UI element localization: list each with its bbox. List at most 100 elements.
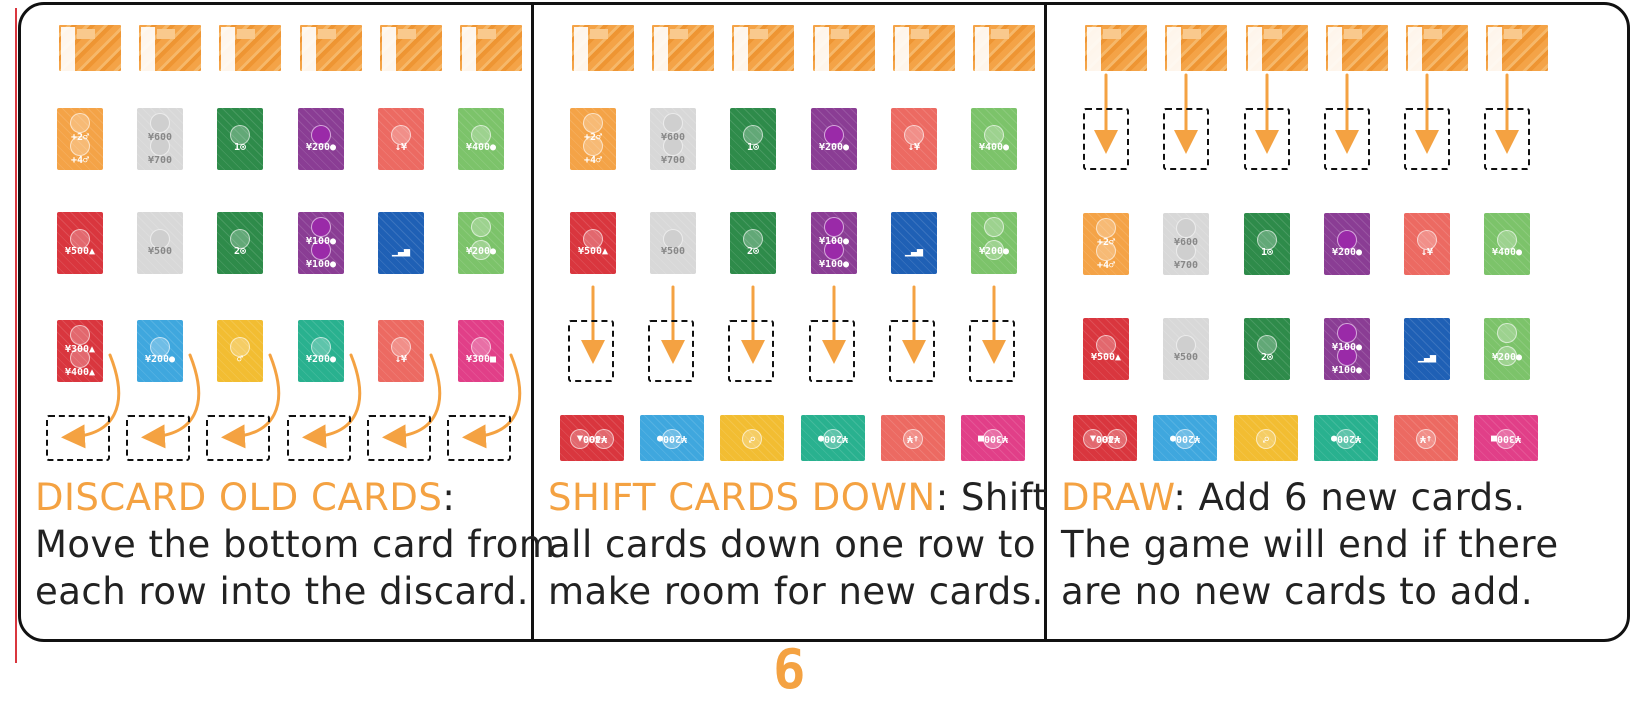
card-pip <box>1257 335 1277 356</box>
card-label: ¥100● <box>818 259 850 271</box>
card-pip <box>662 429 682 449</box>
card-back-mark <box>750 29 768 39</box>
card-label: ¥600 <box>147 131 173 143</box>
empty-card-slot <box>648 320 694 382</box>
card-pip <box>1096 335 1116 356</box>
card-pip <box>1497 346 1517 367</box>
game-card-grey: ¥500 <box>650 212 696 274</box>
card-label: ↓¥ <box>907 142 921 154</box>
card-pip <box>904 125 924 146</box>
card-back-label-area <box>1087 27 1101 71</box>
card-back-label-area <box>1488 27 1502 71</box>
card-pip <box>1176 217 1196 238</box>
card-pip <box>570 429 591 449</box>
game-card-yellow: ♂ <box>1234 415 1298 461</box>
card-label: ¥200● <box>465 246 497 258</box>
card-back-mark <box>77 29 95 39</box>
card-label: ¥200● <box>818 142 850 154</box>
empty-card-slot <box>889 320 935 382</box>
card-back-mark <box>157 29 175 39</box>
game-card-green_light: ¥400● <box>1484 213 1530 275</box>
caption-shift: SHIFT CARDS DOWN: Shift all cards down o… <box>548 476 1048 613</box>
game-card-salmon: ↓¥ <box>1404 213 1450 275</box>
card-back-mark <box>318 29 336 39</box>
card-label: 2⊙ <box>746 246 760 258</box>
card-pip <box>471 216 491 237</box>
card-label: +4♂ <box>583 155 603 167</box>
empty-card-slot <box>1484 108 1530 170</box>
game-card-teal: ¥200● <box>298 320 344 382</box>
card-pip <box>1176 241 1196 262</box>
empty-card-slot <box>46 415 110 461</box>
card-label: ¥400▲ <box>1089 433 1121 444</box>
game-card-green_light: ¥400● <box>971 108 1017 170</box>
card-label: ▁▃▅ <box>391 246 411 258</box>
card-label: ¥400● <box>465 142 497 154</box>
caption-title: SHIFT CARDS DOWN <box>548 476 936 519</box>
card-label: ¥200● <box>1330 433 1362 444</box>
game-card-purple: ¥100●¥100● <box>298 212 344 274</box>
card-label: 2⊙ <box>1260 352 1274 364</box>
game-card-grey: ¥500 <box>1163 318 1209 380</box>
card-pip <box>1497 230 1517 251</box>
card-pip <box>150 136 170 157</box>
game-card-grey: ¥600¥700 <box>650 108 696 170</box>
card-back-mark <box>1183 29 1201 39</box>
deck-card-back <box>1486 25 1548 71</box>
card-label: ¥200● <box>978 246 1010 258</box>
game-card-orange: +2♂+4♂ <box>57 108 103 170</box>
card-label: ♂ <box>236 354 244 366</box>
card-pip <box>1417 230 1437 251</box>
game-card-sky: ¥200● <box>137 320 183 382</box>
panel-divider-1 <box>531 5 534 639</box>
panel-divider-2 <box>1044 5 1047 639</box>
card-back-mark <box>831 29 849 39</box>
game-card-sky: ¥200● <box>640 415 704 461</box>
card-label: ¥500 <box>1173 352 1199 364</box>
card-back-mark <box>911 29 929 39</box>
game-card-green_dark: 2⊙ <box>1244 318 1290 380</box>
page-number: 6 <box>773 638 806 701</box>
deck-card-back <box>572 25 634 71</box>
card-pip <box>1096 241 1116 262</box>
card-label: ¥300■ <box>465 354 497 366</box>
card-pip <box>1175 429 1195 449</box>
empty-card-slot <box>728 320 774 382</box>
card-label: +2♂ <box>70 131 90 143</box>
card-back-label-area <box>61 27 75 71</box>
game-card-yellow: ♂ <box>720 415 784 461</box>
card-label: ¥100● <box>1331 341 1363 353</box>
card-pip <box>471 240 491 261</box>
card-label: ¥200● <box>305 354 337 366</box>
deck-card-back <box>1406 25 1468 71</box>
game-card-blue: ▁▃▅ <box>1404 318 1450 380</box>
empty-card-slot <box>287 415 351 461</box>
card-pip <box>593 429 614 449</box>
card-pip <box>1257 230 1277 251</box>
game-card-sky: ¥200● <box>1153 415 1217 461</box>
card-back-mark <box>590 29 608 39</box>
game-card-teal: ¥200● <box>801 415 865 461</box>
card-pip <box>150 112 170 133</box>
game-card-orange: +2♂+4♂ <box>1083 213 1129 275</box>
card-back-mark <box>1103 29 1121 39</box>
deck-card-back <box>732 25 794 71</box>
empty-card-slot <box>1163 108 1209 170</box>
empty-card-slot <box>367 415 431 461</box>
deck-card-back <box>893 25 955 71</box>
card-label: +4♂ <box>1096 260 1116 272</box>
card-pip <box>311 216 331 237</box>
card-label: ▁▃▅ <box>904 246 924 258</box>
empty-card-slot <box>206 415 270 461</box>
card-pip <box>70 324 90 345</box>
game-card-green_dark: 2⊙ <box>730 212 776 274</box>
card-pip <box>1083 429 1104 449</box>
card-back-label-area <box>1408 27 1422 71</box>
game-card-grey: ¥500 <box>137 212 183 274</box>
card-pip <box>583 229 603 250</box>
card-label: 1⊙ <box>1260 247 1274 259</box>
card-label: ¥200● <box>817 433 849 444</box>
caption-draw: DRAW: Add 6 new cards. The game will end… <box>1061 476 1559 613</box>
game-card-purple: ¥100●¥100● <box>811 212 857 274</box>
card-back-label-area <box>895 27 909 71</box>
